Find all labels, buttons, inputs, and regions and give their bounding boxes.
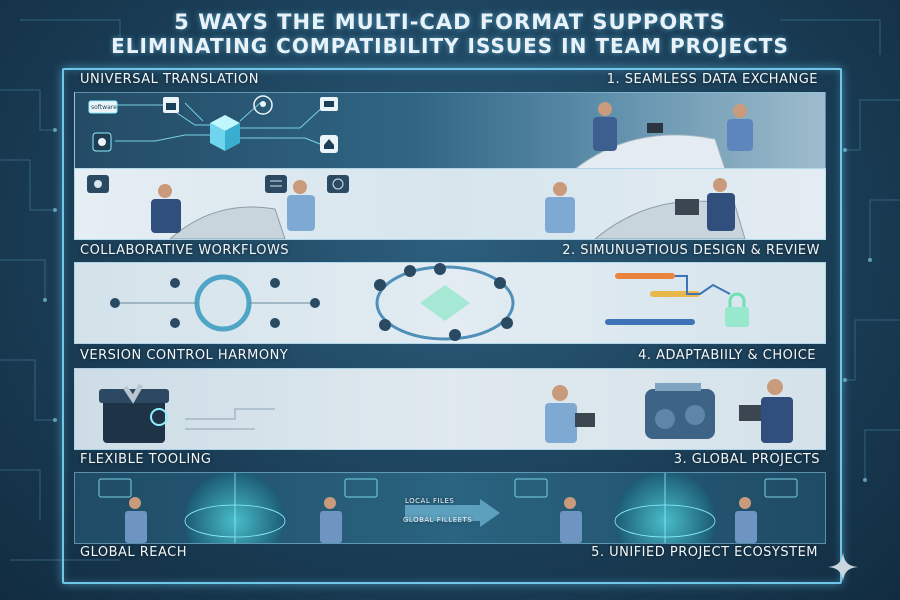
adaptability-bars xyxy=(605,273,731,325)
workflow-cycle-center xyxy=(374,263,515,341)
workflow-cycle-left xyxy=(110,274,320,332)
page-title: 5 WAYS THE MULTI-CAD FORMAT SUPPORTS ELI… xyxy=(0,10,900,58)
globe-left xyxy=(184,473,286,543)
label-simultaneous-design: 2. SIMUNUƏTIOUS DESIGN & REVIEW xyxy=(562,243,820,258)
factory-icon xyxy=(163,97,179,113)
engineers-laptops-right xyxy=(545,178,746,239)
label-unified-ecosystem: 5. UNIFIED PROJECT ECOSYSTEM xyxy=(591,545,818,560)
band-universal-translation: software xyxy=(74,92,826,170)
lock-icon xyxy=(725,292,749,327)
band-collaborative-workflows xyxy=(74,168,826,240)
label-version-control: VERSION CONTROL HARMONY xyxy=(80,348,289,363)
document-icon xyxy=(265,175,287,193)
label-global-fileets: GLOBAL FILLEETS xyxy=(403,516,473,524)
toolbox-icon xyxy=(99,383,169,443)
software-icon: software xyxy=(88,100,118,114)
band-global-reach xyxy=(74,472,826,544)
gear-icon xyxy=(92,132,112,152)
svg-text:software: software xyxy=(91,104,117,111)
title-line-2: ELIMINATING COMPATIBILITY ISSUES IN TEAM… xyxy=(111,34,789,58)
main-frame xyxy=(62,68,842,584)
title-line-1: 5 WAYS THE MULTI-CAD FORMAT SUPPORTS xyxy=(174,10,726,34)
sparkle-icon xyxy=(828,552,858,582)
engine-model xyxy=(645,383,715,439)
glowing-data-cube xyxy=(210,115,240,151)
label-flexible-tooling: FLEXIBLE TOOLING xyxy=(80,452,212,467)
label-adaptability: 4. ADAPTABIILY & CHOICE xyxy=(638,348,816,363)
shield-icon xyxy=(327,175,349,193)
transfer-arrow xyxy=(405,499,500,527)
engineers-laptops-left xyxy=(151,180,315,239)
label-seamless-data-exchange: 1. SEAMLESS DATA EXCHANGE xyxy=(606,72,818,87)
label-universal-translation: UNIVERSAL TRANSLATION xyxy=(80,72,259,87)
engineers-exchange-illustration xyxy=(574,102,753,169)
bulb-icon xyxy=(253,95,273,115)
band-flexible-tooling xyxy=(74,368,826,450)
label-local-files: LOCAL FILES xyxy=(405,497,455,505)
label-collaborative-workflows: COLLABORATIVE WORKFLOWS xyxy=(80,243,290,258)
engineer-tablet xyxy=(545,385,595,443)
camera-icon xyxy=(87,175,109,193)
engineer-laptop xyxy=(739,379,793,443)
globe-right xyxy=(614,473,716,543)
label-global-reach: GLOBAL REACH xyxy=(80,545,188,560)
label-global-projects: 3. GLOBAL PROJECTS xyxy=(673,452,820,467)
cube-icon xyxy=(320,97,338,111)
band-version-control xyxy=(74,262,826,344)
home-icon xyxy=(320,135,338,153)
